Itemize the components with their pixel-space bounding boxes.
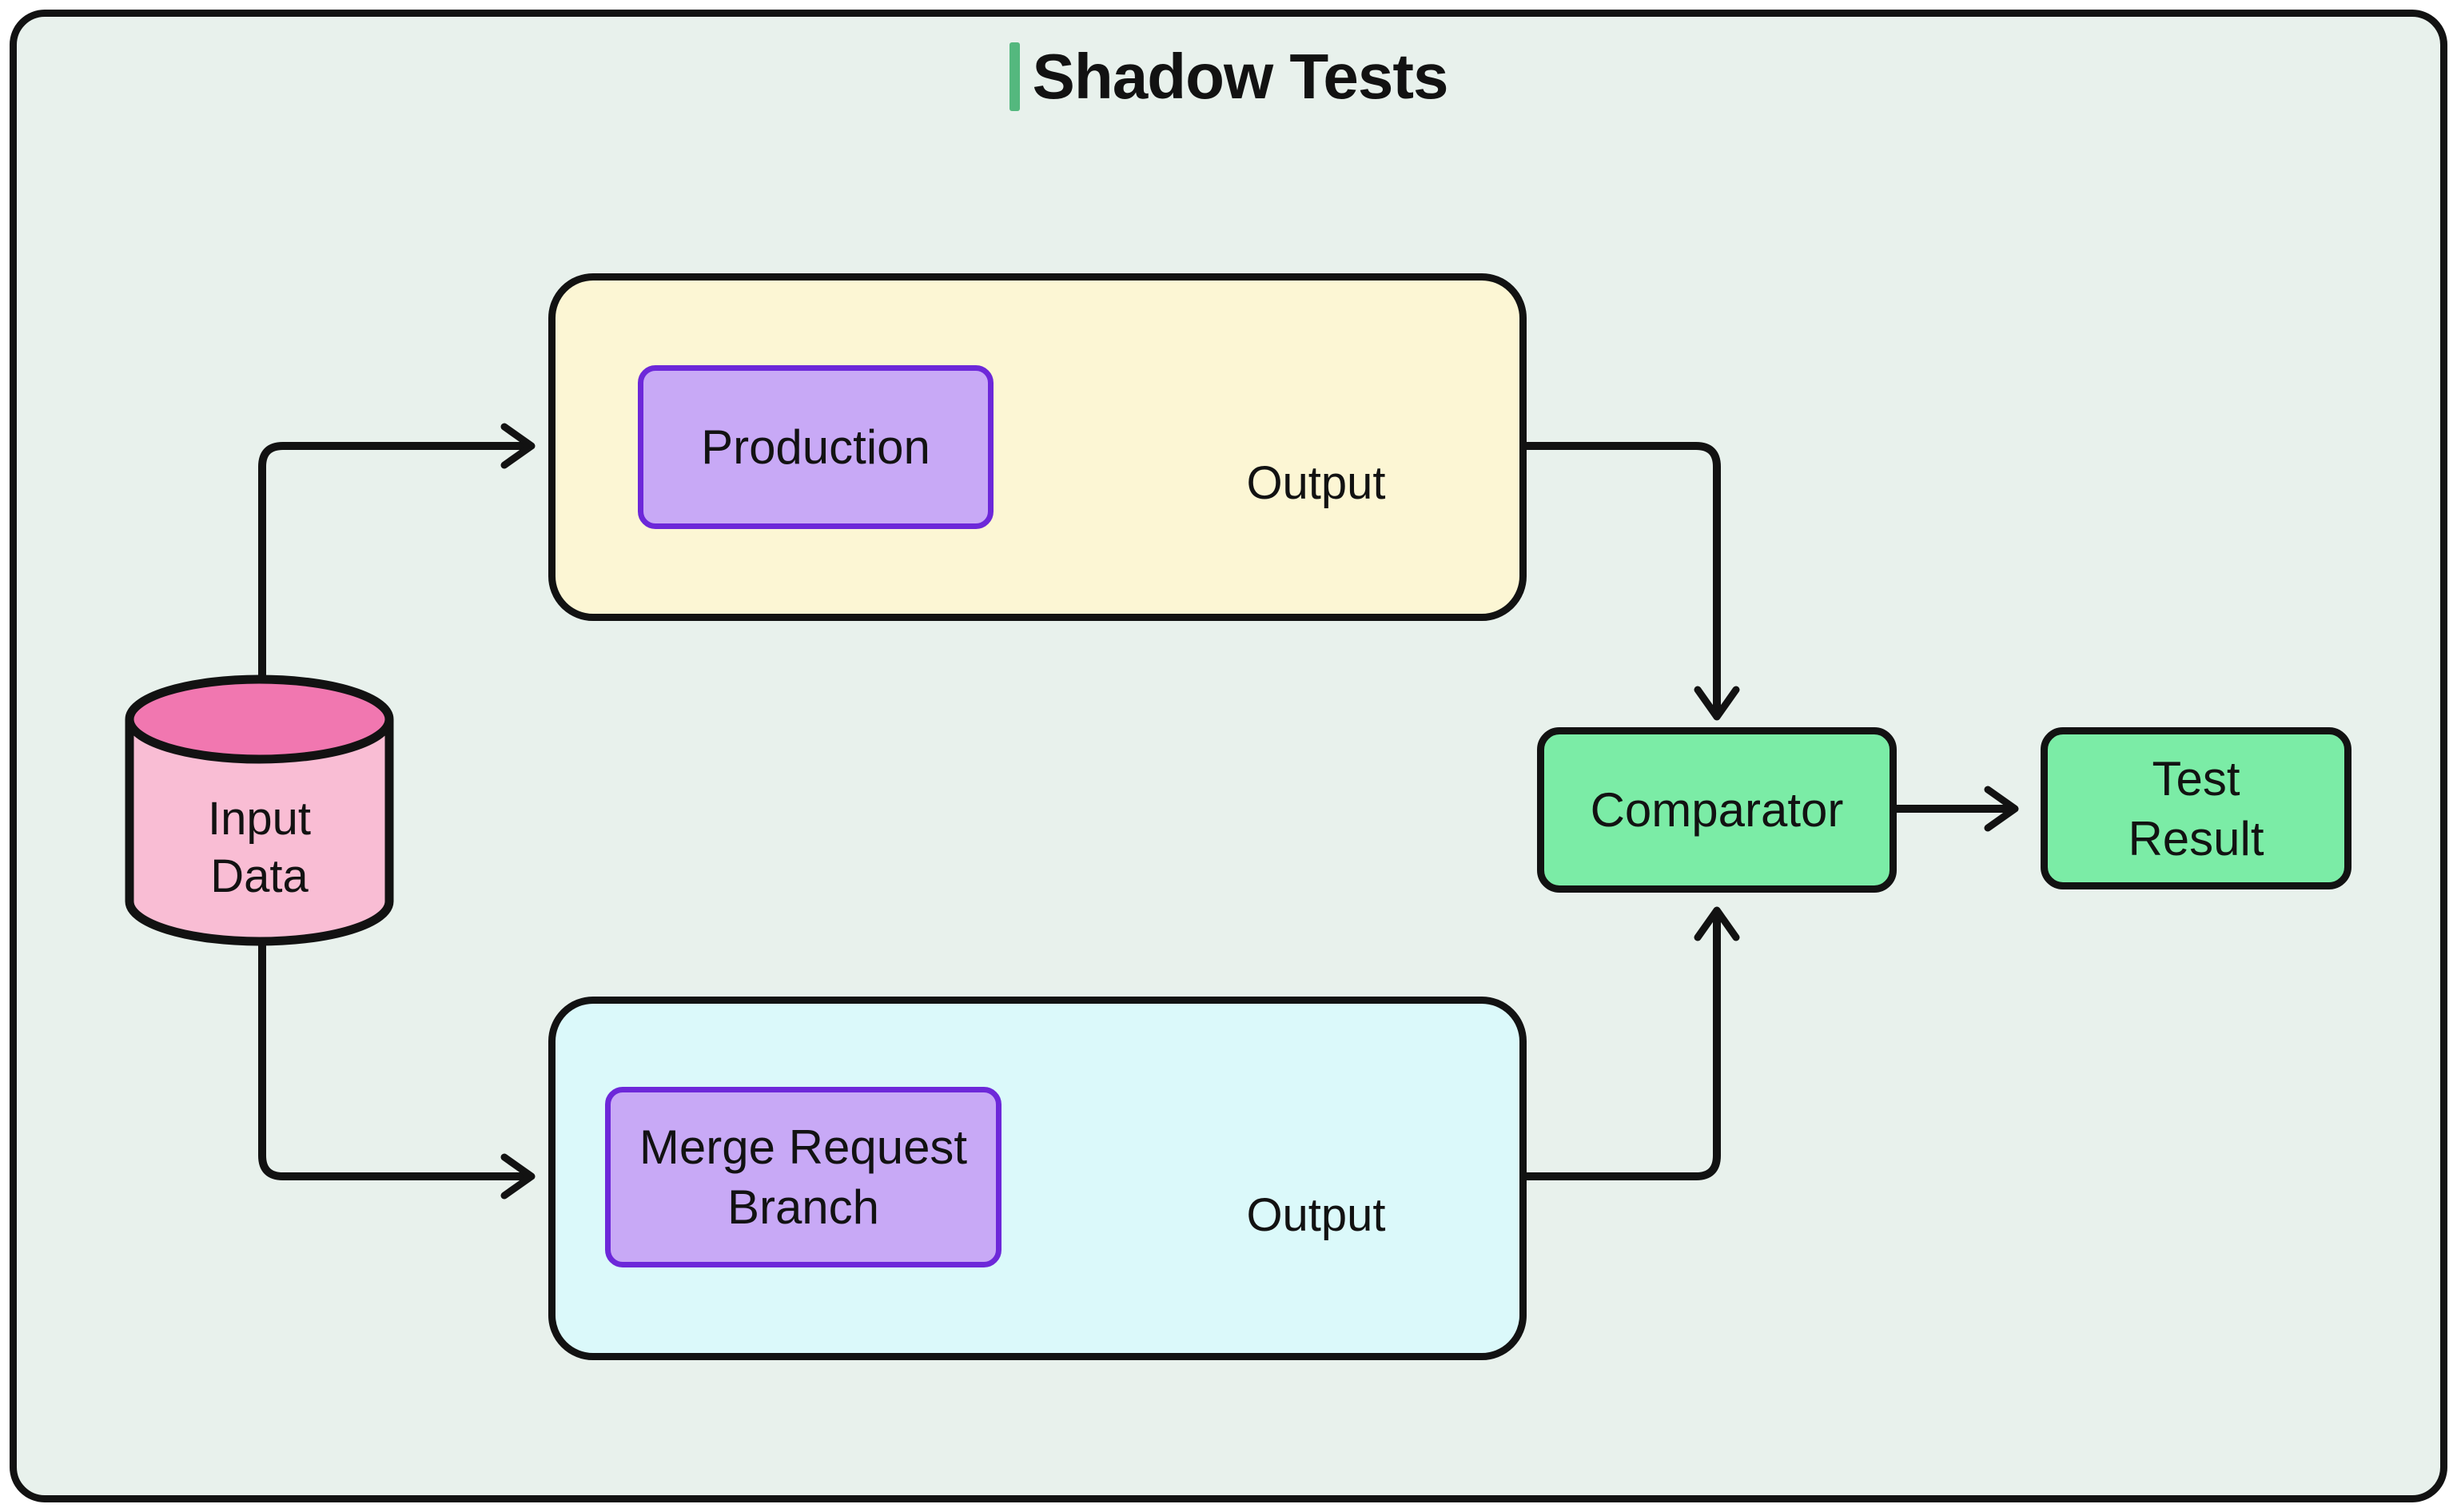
- node-production: Production: [638, 365, 994, 529]
- title-accent-bar-icon: [1009, 42, 1020, 111]
- connector-production-lane-to-comparator: [1527, 442, 1740, 721]
- merge-output-label: Output: [1246, 1188, 1386, 1241]
- node-merge-request-branch: Merge Request Branch: [605, 1087, 1002, 1267]
- production-output-label: Output: [1246, 456, 1386, 509]
- input-data-label-line1: Input: [208, 792, 311, 845]
- node-merge-label-line2: Branch: [727, 1180, 880, 1234]
- page-title: Shadow Tests: [1032, 41, 1449, 112]
- node-comparator-label: Comparator: [1590, 783, 1844, 837]
- node-production-label: Production: [701, 420, 930, 474]
- node-test-result-label-line2: Result: [2128, 811, 2264, 865]
- connector-input-to-production-lane: [258, 423, 536, 681]
- node-test-result: Test Result: [2041, 727, 2351, 889]
- node-merge-label-line1: Merge Request: [639, 1120, 968, 1174]
- title: Shadow Tests: [0, 32, 2457, 121]
- connector-merge-lane-to-comparator: [1527, 906, 1740, 1180]
- input-data-cylinder: [125, 674, 394, 946]
- node-comparator: Comparator: [1537, 727, 1897, 893]
- input-data-label: Input Data: [129, 759, 389, 937]
- input-data-label-line2: Data: [210, 850, 309, 902]
- connector-input-to-merge-lane: [258, 940, 536, 1200]
- node-test-result-label-line1: Test: [2152, 751, 2240, 806]
